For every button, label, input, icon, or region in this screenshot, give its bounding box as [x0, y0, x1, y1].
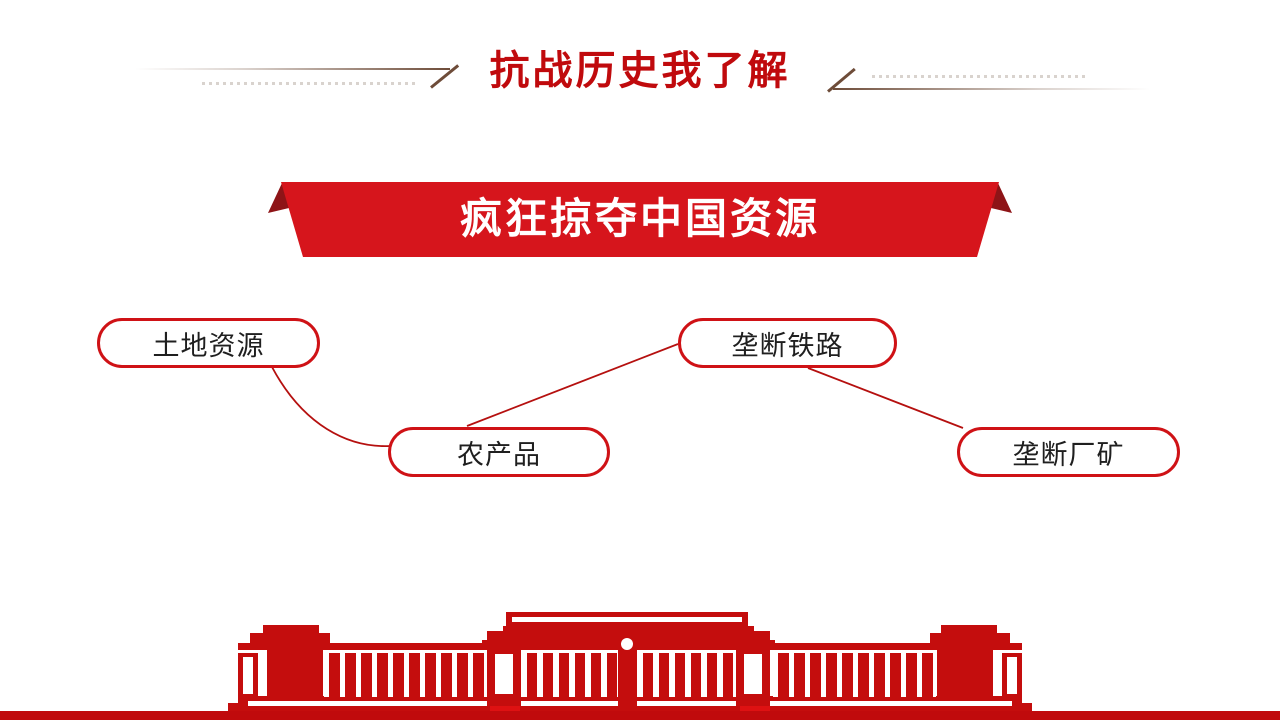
building-foot-right	[740, 706, 770, 715]
building-center-emblem-dot	[621, 638, 633, 650]
building-left-end-window	[243, 657, 253, 694]
building-center-colonnade-left	[521, 653, 618, 697]
building-left-tower-top-step	[263, 625, 319, 633]
building-center-roof-notch-left	[487, 626, 503, 631]
building-right-colonnade	[773, 653, 936, 697]
building-left-tower	[267, 643, 323, 701]
building-center-pier-left-window	[495, 654, 513, 694]
header-left-dotted-line	[202, 82, 415, 85]
node-land-resources: 土地资源	[97, 318, 320, 368]
node-factory-mine-monopoly: 垄断厂矿	[957, 427, 1180, 477]
node-railway-monopoly-label: 垄断铁路	[731, 330, 844, 361]
building-left-tower-mid-step	[250, 633, 330, 643]
bottom-bar	[0, 711, 1280, 720]
node-agricultural-products: 农产品	[388, 427, 610, 477]
building-right-end-window	[1007, 657, 1017, 694]
banner-title: 疯狂掠夺中国资源	[459, 197, 820, 243]
building-center-colonnade-right	[637, 653, 736, 697]
building-foot-left	[490, 706, 520, 715]
building-center-pier-right-window	[744, 654, 762, 694]
building-right-tower	[937, 643, 993, 701]
node-factory-mine-monopoly-label: 垄断厂矿	[1012, 439, 1125, 470]
building-center-roof-notch-right	[754, 626, 770, 631]
header-right-dotted-line	[872, 75, 1087, 78]
building-center-pier-middle	[618, 648, 637, 706]
building-base-step-right	[1020, 703, 1032, 711]
building-right-tower-mid-step	[930, 633, 1010, 643]
building-base-step-left	[228, 703, 240, 711]
slide-title: 抗战历史我了解	[489, 48, 791, 93]
building-center-roof-stripe	[512, 617, 742, 622]
node-agricultural-products-label: 农产品	[457, 439, 541, 470]
header-right-line	[833, 88, 1150, 90]
building-right-tower-top-step	[941, 625, 997, 633]
building-center-roof-base	[487, 626, 770, 641]
header-left-line	[135, 68, 450, 70]
node-railway-monopoly: 垄断铁路	[678, 318, 897, 368]
building-left-colonnade	[324, 653, 487, 697]
node-land-resources-label: 土地资源	[152, 330, 265, 361]
